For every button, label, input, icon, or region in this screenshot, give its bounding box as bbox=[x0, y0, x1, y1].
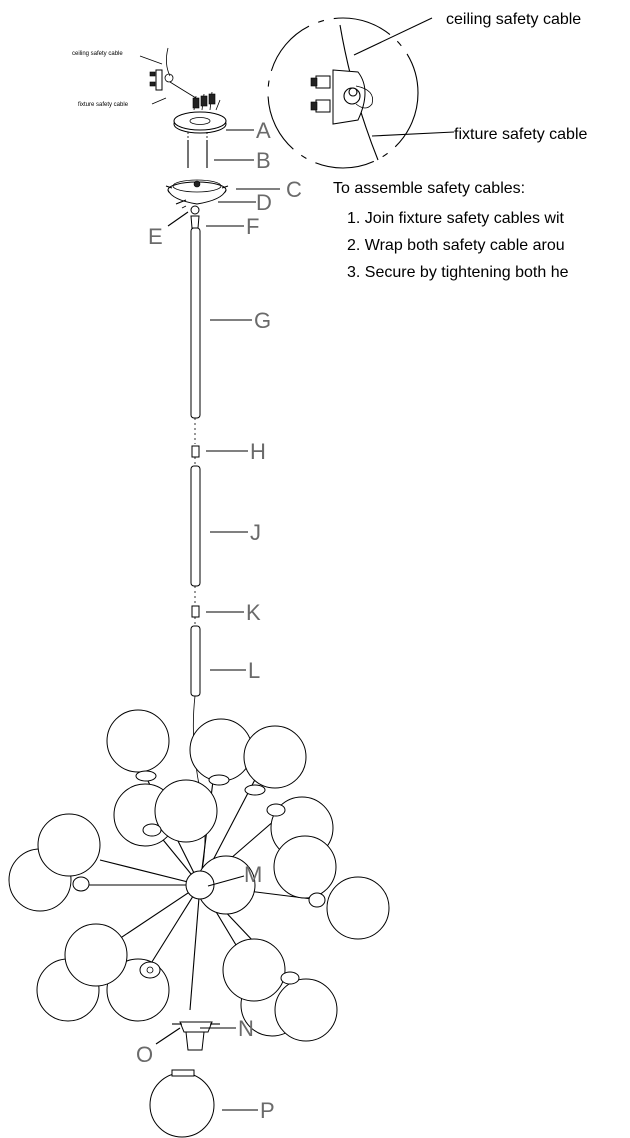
small-ceiling-cable-label: ceiling safety cable bbox=[72, 51, 123, 57]
label-E: E bbox=[148, 224, 163, 249]
bottom-finial bbox=[172, 1021, 220, 1051]
label-J: J bbox=[250, 520, 261, 545]
label-H: H bbox=[250, 439, 266, 464]
instruction-step-2: 2. Wrap both safety cable arou bbox=[347, 237, 565, 254]
fixture-body bbox=[8, 709, 390, 1042]
label-B: B bbox=[256, 148, 271, 173]
label-F: F bbox=[246, 214, 259, 239]
label-C: C bbox=[286, 177, 302, 202]
downrods bbox=[190, 227, 206, 881]
spare-globe bbox=[149, 1069, 215, 1138]
safety-cable-detail: ceiling safety cable fixture safety cabl… bbox=[267, 11, 588, 169]
label-M: M bbox=[244, 862, 262, 887]
instruction-step-3: 3. Secure by tightening both he bbox=[347, 264, 569, 281]
small-fixture-cable-label: fixture safety cable bbox=[78, 102, 129, 108]
label-A: A bbox=[256, 118, 271, 143]
instruction-step-1: 1. Join fixture safety cables wit bbox=[347, 210, 564, 227]
label-D: D bbox=[256, 190, 272, 215]
label-N: N bbox=[238, 1016, 254, 1041]
ceiling-safety-cable-label: ceiling safety cable bbox=[446, 11, 581, 28]
instructions-title: To assemble safety cables: bbox=[333, 180, 526, 197]
label-P: P bbox=[260, 1098, 275, 1123]
label-L: L bbox=[248, 658, 260, 683]
label-G: G bbox=[254, 308, 271, 333]
canopy-assembly bbox=[165, 91, 229, 229]
fixture-safety-cable-label: fixture safety cable bbox=[454, 126, 588, 143]
part-labels: A B C D E F G H J K L M N O P bbox=[136, 118, 302, 1123]
small-safety-cable-detail: ceiling safety cable fixture safety cabl… bbox=[72, 47, 197, 108]
label-O: O bbox=[136, 1042, 153, 1067]
label-K: K bbox=[246, 600, 261, 625]
